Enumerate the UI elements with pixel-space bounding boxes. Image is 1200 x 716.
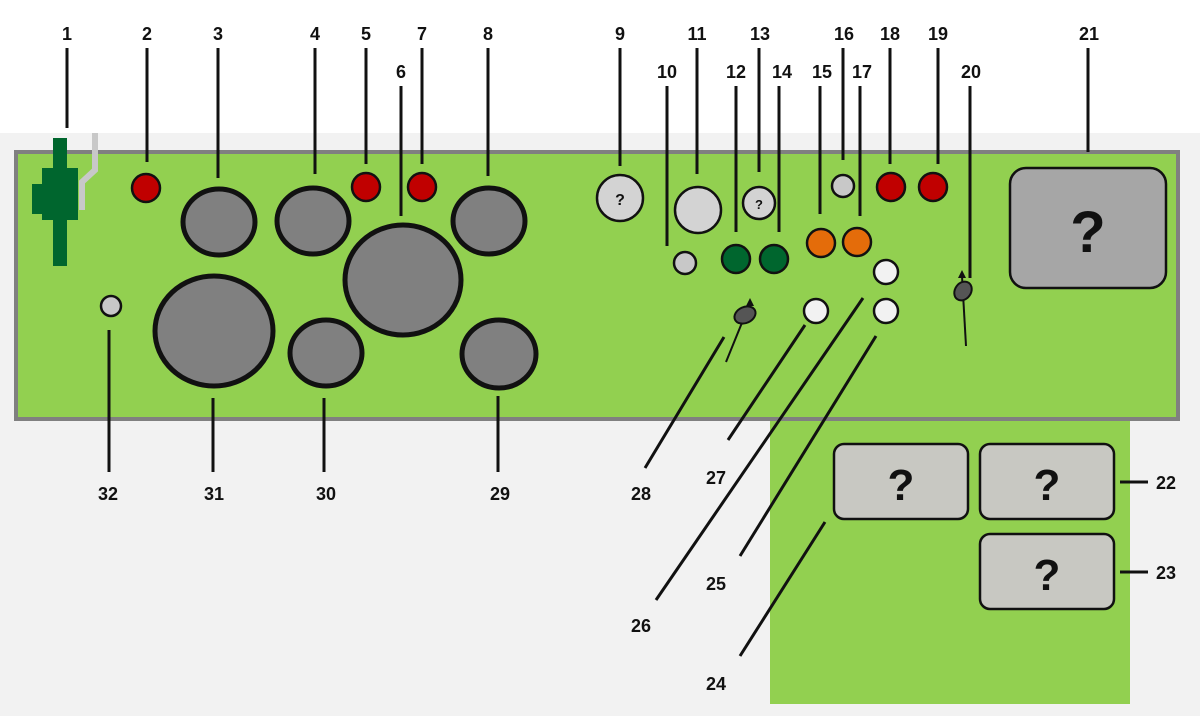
- callout-14: 14: [772, 62, 792, 82]
- callout-12: 12: [726, 62, 746, 82]
- callout-labels: 1 2 3 4 5 6 7 8 9 10 11 12 13 14 15 16 1…: [62, 24, 1176, 694]
- large-round-control-6: [342, 222, 464, 338]
- callout-3: 3: [213, 24, 223, 44]
- unknown-display-21: [1008, 166, 1168, 290]
- callout-27: 27: [706, 468, 726, 488]
- red-lamp-2: [130, 172, 162, 204]
- callout-28: 28: [631, 484, 651, 504]
- white-lamp-26: [872, 258, 900, 286]
- callout-8: 8: [483, 24, 493, 44]
- unknown-gauge-13: [741, 185, 777, 221]
- red-lamp-7: [406, 171, 438, 203]
- callout-21: 21: [1079, 24, 1099, 44]
- callout-22: 22: [1156, 473, 1176, 493]
- grey-lamp-32: [99, 294, 123, 318]
- white-lamp-27: [802, 297, 830, 325]
- callout-30: 30: [316, 484, 336, 504]
- callout-13: 13: [750, 24, 770, 44]
- white-lamp-25: [872, 297, 900, 325]
- toggle-switch-28: [725, 298, 757, 363]
- connector-plug-icon: [32, 133, 98, 266]
- callout-23: 23: [1156, 563, 1176, 583]
- callout-25: 25: [706, 574, 726, 594]
- orange-lamp-17: [841, 226, 873, 258]
- red-lamp-19: [917, 171, 949, 203]
- callout-17: 17: [852, 62, 872, 82]
- grey-lamp-10: [672, 250, 698, 276]
- unknown-panel-23: [978, 532, 1116, 611]
- round-control-30: [287, 317, 365, 389]
- callout-19: 19: [928, 24, 948, 44]
- callout-2: 2: [142, 24, 152, 44]
- unknown-panel-22: [978, 442, 1116, 521]
- unknown-mark-21: ?: [1070, 200, 1105, 265]
- leader-lines: [65, 48, 1148, 657]
- round-control-3: [180, 186, 258, 258]
- unknown-mark-9: ?: [615, 192, 625, 209]
- unknown-mark-22: ?: [1034, 461, 1061, 510]
- green-lamp-12: [720, 243, 752, 275]
- green-lamp-14: [758, 243, 790, 275]
- toggle-switch-20: [953, 270, 973, 347]
- callout-15: 15: [812, 62, 832, 82]
- unknown-gauge-9: [595, 173, 645, 223]
- callout-4: 4: [310, 24, 320, 44]
- callout-5: 5: [361, 24, 371, 44]
- grey-lamp-16: [830, 173, 856, 199]
- grey-gauge-11: [673, 185, 723, 235]
- callout-20: 20: [961, 62, 981, 82]
- round-control-29: [459, 317, 539, 391]
- callout-16: 16: [834, 24, 854, 44]
- callout-1: 1: [62, 24, 72, 44]
- callout-10: 10: [657, 62, 677, 82]
- red-lamp-5: [350, 171, 382, 203]
- callout-32: 32: [98, 484, 118, 504]
- unknown-panel-24: [832, 442, 970, 521]
- callout-24: 24: [706, 674, 726, 694]
- callout-18: 18: [880, 24, 900, 44]
- callout-9: 9: [615, 24, 625, 44]
- orange-lamp-15: [805, 227, 837, 259]
- unknown-mark-24: ?: [888, 461, 915, 510]
- round-control-4: [274, 185, 352, 257]
- callout-6: 6: [396, 62, 406, 82]
- large-round-control-31: [152, 273, 276, 389]
- unknown-mark-23: ?: [1034, 551, 1061, 600]
- unknown-mark-13: ?: [755, 197, 763, 212]
- callout-11: 11: [687, 24, 706, 44]
- round-control-8: [450, 185, 528, 257]
- callout-31: 31: [204, 484, 224, 504]
- callout-7: 7: [417, 24, 427, 44]
- red-lamp-18: [875, 171, 907, 203]
- callout-29: 29: [490, 484, 510, 504]
- callout-26: 26: [631, 616, 651, 636]
